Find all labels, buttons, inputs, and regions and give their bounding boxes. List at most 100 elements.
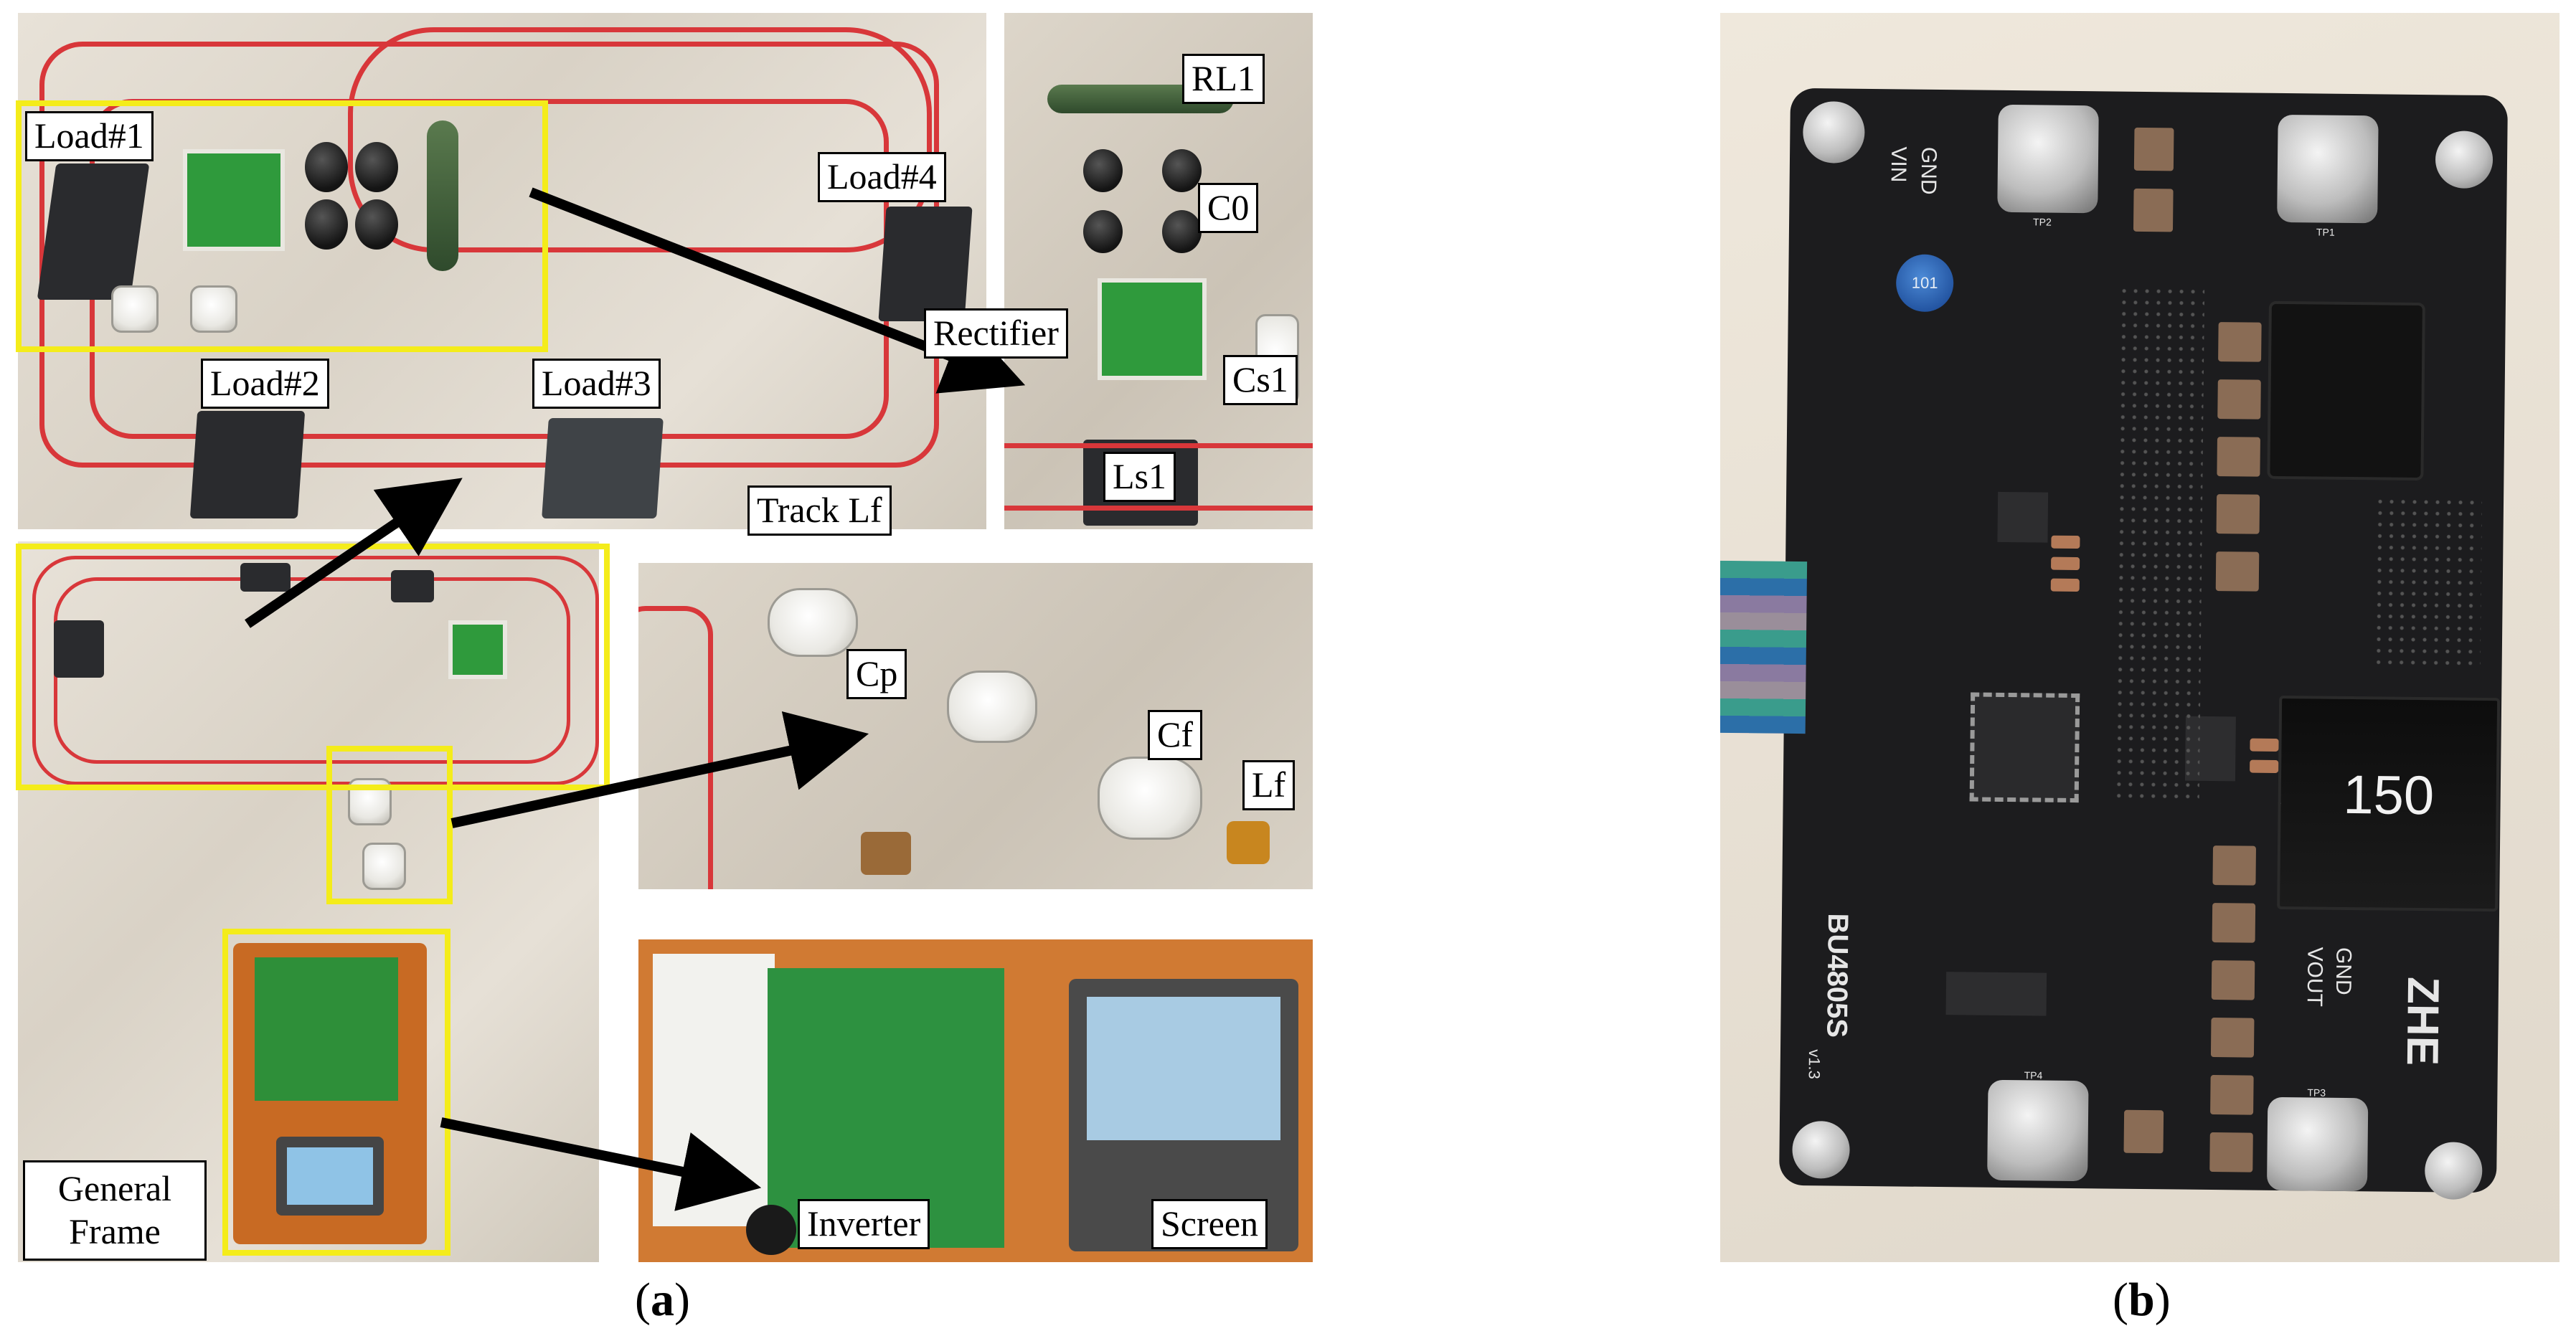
comp-wire xyxy=(638,606,713,889)
silk-gnd-out: GND xyxy=(2331,947,2356,995)
load4-pad xyxy=(878,207,973,321)
opamp-chip xyxy=(1945,972,2047,1016)
lf-inductor xyxy=(1227,821,1270,864)
silk-tp3: TP3 xyxy=(2307,1086,2326,1099)
via-field-right xyxy=(2372,496,2483,669)
load1-coil-2 xyxy=(190,285,237,333)
inductor-value: 150 xyxy=(2342,764,2435,827)
label-c0: C0 xyxy=(1198,183,1259,233)
load3-pad xyxy=(542,418,664,518)
caption-b-letter: b xyxy=(2128,1274,2155,1326)
main-inductor: 150 xyxy=(2277,695,2501,912)
smd-resistor xyxy=(2051,535,2080,549)
c0-cap-3 xyxy=(1083,210,1123,253)
terminal-tp4 xyxy=(1987,1079,2089,1182)
label-rl1: RL1 xyxy=(1182,54,1265,104)
load1-coil-1 xyxy=(111,285,159,333)
frame-pad-1 xyxy=(54,620,104,678)
ceramic-cap xyxy=(2210,1075,2254,1115)
potentiometer: 101 xyxy=(1895,254,1954,313)
label-screen: Screen xyxy=(1151,1199,1268,1249)
frame-load-board xyxy=(448,620,507,679)
smd-resistor xyxy=(2250,738,2279,752)
silk-vin: VIN xyxy=(1886,146,1911,183)
silk-model: BU4805S xyxy=(1821,913,1854,1038)
load1-resistor xyxy=(427,120,458,271)
ceramic-cap xyxy=(2209,1132,2253,1172)
caption-b: (b) xyxy=(2113,1274,2171,1326)
cp-coil-1 xyxy=(768,588,858,657)
load1-cap-1 xyxy=(305,142,348,192)
rectifier-board xyxy=(1098,278,1207,380)
cf-coil xyxy=(1098,757,1202,840)
terminal-tp1 xyxy=(2277,114,2379,224)
via-field-top xyxy=(2113,285,2205,802)
pot-label: 101 xyxy=(1911,273,1938,292)
inverter-heatsink xyxy=(653,954,775,1226)
photo-pcb: VIN GND VOUT GND TP2 TP1 TP4 TP3 BU4805S… xyxy=(1720,13,2560,1262)
smd-resistor xyxy=(2051,556,2080,571)
ceramic-cap xyxy=(2212,903,2256,943)
label-track: Track Lf xyxy=(747,485,892,536)
label-ls1: Ls1 xyxy=(1103,452,1176,502)
smd-resistor xyxy=(2050,578,2080,592)
label-cf: Cf xyxy=(1148,710,1202,760)
corner-screw-br xyxy=(2424,1142,2483,1200)
silk-tp4: TP4 xyxy=(2024,1069,2043,1081)
caption-a: (a) xyxy=(635,1274,690,1326)
ceramic-cap xyxy=(2211,960,2255,1000)
load2-pad xyxy=(189,411,306,518)
terminal-tp2 xyxy=(1997,104,2099,214)
ceramic-cap xyxy=(2210,1018,2255,1058)
ceramic-cap xyxy=(2212,845,2257,886)
pcb-board: VIN GND VOUT GND TP2 TP1 TP4 TP3 BU4805S… xyxy=(1720,87,2508,1200)
smd-resistor xyxy=(2250,759,2279,773)
highlight-track xyxy=(16,544,610,790)
frame-coil-2 xyxy=(362,843,406,890)
caption-a-letter: a xyxy=(650,1274,674,1326)
load1-cap-3 xyxy=(305,199,348,250)
ribbon-wires xyxy=(1720,560,1808,734)
label-general-frame: General Frame xyxy=(23,1160,207,1261)
ceramic-cap xyxy=(2215,551,2260,592)
inverter-capacitor xyxy=(746,1205,796,1255)
mcu-chip xyxy=(1969,692,2080,803)
terminal-tp3 xyxy=(2266,1096,2369,1192)
silk-tp1: TP1 xyxy=(2316,226,2335,238)
ceramic-cap xyxy=(2123,1109,2164,1154)
label-load1: Load#1 xyxy=(25,111,154,161)
comp-connector xyxy=(861,832,911,875)
photo-compensation xyxy=(638,563,1313,889)
silk-tp2: TP2 xyxy=(2033,216,2052,228)
c0-cap-1 xyxy=(1083,149,1123,192)
load1-cap-2 xyxy=(355,142,398,192)
label-cs1: Cs1 xyxy=(1223,355,1298,405)
silk-vout: VOUT xyxy=(2302,947,2327,1008)
silk-version: v1.3 xyxy=(1805,1049,1824,1079)
load1-rectifier-board xyxy=(183,149,285,251)
cp-coil-2 xyxy=(947,671,1037,743)
c0-cap-4 xyxy=(1162,210,1202,253)
corner-screw-tr xyxy=(2435,131,2494,189)
regulator-chip xyxy=(1997,491,2049,543)
label-inverter: Inverter xyxy=(798,1199,930,1249)
load1-cap-4 xyxy=(355,199,398,250)
ceramic-cap xyxy=(2217,379,2261,420)
ceramic-cap xyxy=(2216,494,2260,534)
label-load2: Load#2 xyxy=(201,359,329,409)
c0-cap-2 xyxy=(1162,149,1202,192)
label-rectifier: Rectifier xyxy=(924,308,1068,359)
detail-wire xyxy=(1004,443,1313,511)
ceramic-cap xyxy=(2218,322,2262,362)
input-inductor xyxy=(2267,300,2425,481)
highlight-compensation xyxy=(326,746,453,904)
ceramic-cap xyxy=(2217,437,2260,477)
corner-screw-bl xyxy=(1792,1120,1850,1179)
label-lf: Lf xyxy=(1242,760,1296,810)
corner-screw-tl xyxy=(1802,100,1865,164)
label-load4: Load#4 xyxy=(818,152,946,202)
silk-brand: ZHE xyxy=(2397,976,2448,1066)
label-cp: Cp xyxy=(846,649,907,699)
silk-gnd-in: GND xyxy=(1916,146,1941,195)
ceramic-cap xyxy=(2133,188,2174,232)
